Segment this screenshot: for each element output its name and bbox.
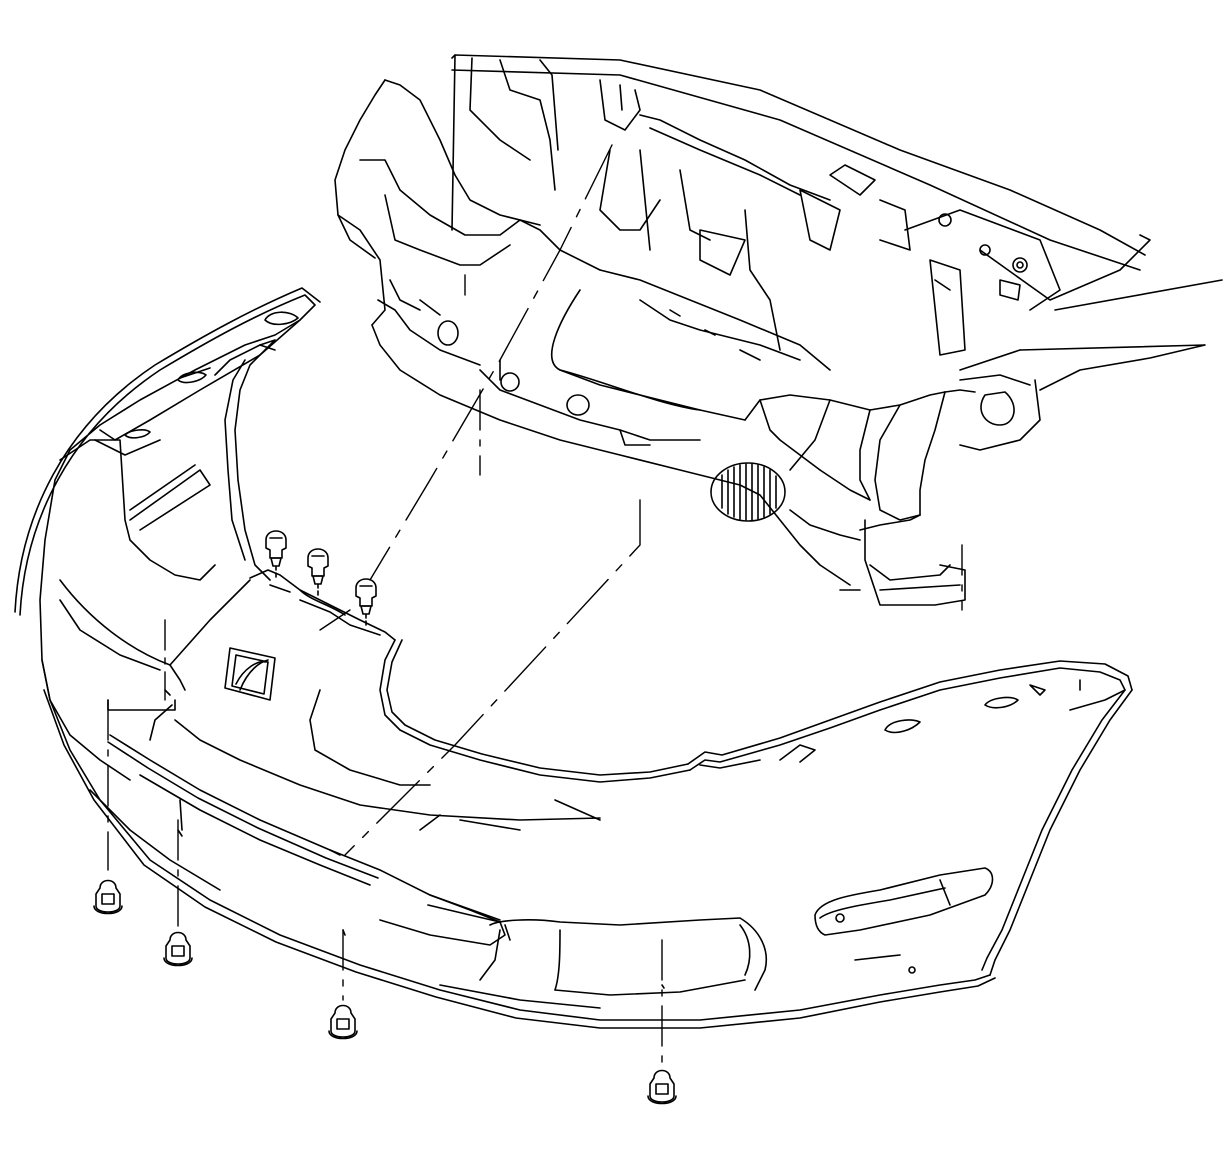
lower-fascia-retainer [164, 933, 192, 966]
front-bumper-fascia [15, 288, 1132, 1028]
upper-fascia-retainer-group [266, 531, 376, 628]
lower-fascia-retainer [329, 1006, 357, 1039]
fog-lamp [711, 463, 785, 521]
lower-fascia-retainer [94, 881, 122, 914]
emblem [225, 648, 275, 700]
front-body-structure [335, 55, 1222, 605]
lower-fascia-retainer-group [94, 881, 676, 1104]
assembly-lines [108, 145, 962, 1065]
lower-fascia-retainer [648, 1071, 676, 1104]
upper-fascia-retainer [308, 549, 328, 598]
upper-fascia-retainer [356, 579, 376, 628]
upper-fascia-retainer [266, 531, 286, 578]
